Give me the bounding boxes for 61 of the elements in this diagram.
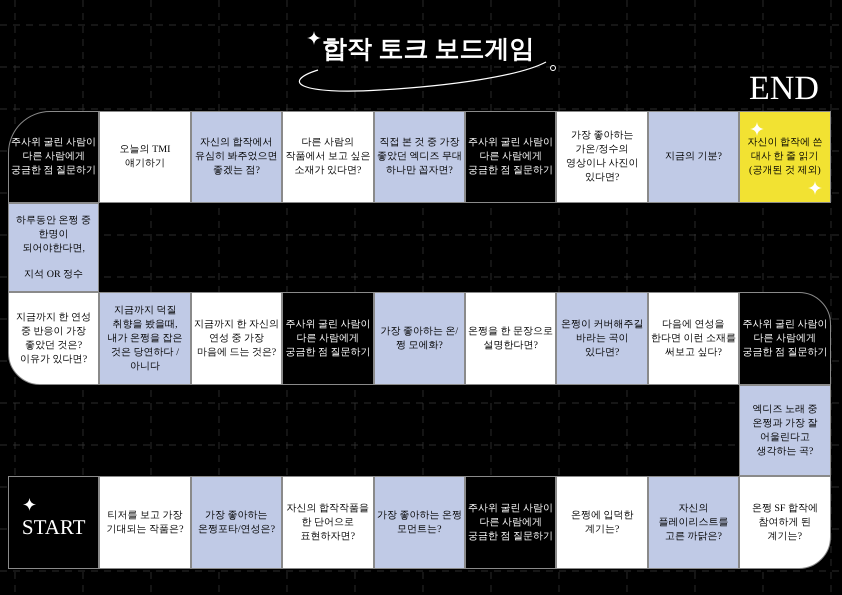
question-text: 주사위 굴린 사람이 다른 사람에게 궁금한 점 질문하기 <box>742 318 828 360</box>
board-cell <box>648 292 740 385</box>
end-cell <box>739 111 831 203</box>
board-cell <box>282 111 374 203</box>
question-text: 가장 좋아하는 가온/정수의 영상이나 사진이 있다면? <box>564 129 640 185</box>
board-cell <box>465 292 556 385</box>
question-text: 지금까지 한 연성 중 반응이 가장 좋았던 것은? 이유가 있다면? <box>15 310 92 366</box>
board-cell <box>99 292 191 385</box>
question-text: 티저를 보고 가장 기대되는 작품은? <box>106 508 185 536</box>
question-text: 엑디즈 노래 중 온쩡과 가장 잘 어울린다고 생각하는 곡? <box>751 402 818 458</box>
question-text: 가장 좋아하는 온쩡포타/연성은? <box>196 508 276 536</box>
board-cell <box>374 476 465 569</box>
board-cell <box>739 385 831 476</box>
question-text: 주사위 굴린 사람이 다른 사람에게 궁금한 점 질문하기 <box>11 136 96 178</box>
board-cell <box>648 111 740 203</box>
question-text: 온쩡 SF 합작에 참여하게 된 계기는? <box>750 502 819 544</box>
question-text: 직접 본 것 중 가장 좋았던 엑디즈 무대 하나만 꼽자면? <box>376 136 462 178</box>
board-cell <box>190 292 282 385</box>
question-text: 자신의 합작에서 유심히 봐주었으면 좋겠는 점? <box>194 136 279 178</box>
question-text: 자신의 합작작품을 한 단어으로 표현하자면? <box>286 502 370 544</box>
start-cell <box>8 476 100 569</box>
title: 합작 토크 보드게임 <box>322 35 534 65</box>
board-cell <box>374 292 465 385</box>
question-text: 자신의 플레이리스트를 고른 까닭은? <box>657 502 730 544</box>
board-cell <box>739 292 831 385</box>
board-cell <box>99 476 191 569</box>
board-cell <box>282 292 374 385</box>
board-cell <box>556 292 648 385</box>
question-text: 온쩡이 커버해주길 바라는 곡이 있다면? <box>560 318 644 360</box>
question-text: 오늘의 TMI 얘기하기 <box>118 143 172 171</box>
board-cell <box>465 111 556 203</box>
board-cell <box>8 203 100 292</box>
question-text: 온쩡에 입덕한 계기는? <box>570 508 634 536</box>
question-text: 지석 OR 정수 <box>24 268 84 282</box>
board-cell <box>282 476 374 569</box>
question-text: 주사위 굴린 사람이 다른 사람에게 궁금한 점 질문하기 <box>285 318 371 360</box>
board-cell <box>8 292 100 385</box>
board-cell <box>648 476 740 569</box>
board-cell <box>556 111 648 203</box>
start-label: START <box>22 514 86 541</box>
board-cell <box>465 476 556 569</box>
question-text: 다른 사람의 작품에서 보고 싶은 소재가 있다면? <box>285 136 371 178</box>
question-text: 자신이 합작에 쓴 대사 한 줄 읽기 (공개된 것 제외) <box>746 136 824 178</box>
board-cell <box>374 111 465 203</box>
question-text: 주사위 굴린 사람이 다른 사람에게 궁금한 점 질문하기 <box>468 136 554 178</box>
board-cell <box>739 476 831 569</box>
question-text: 가장 좋아하는 온쩡 모먼트는? <box>376 508 462 536</box>
end-label: END <box>749 70 819 108</box>
question-text: 지금까지 덕질 취향을 봤을때, 내가 온쩡을 잡은 것은 당연하다 / 아니다 <box>106 304 184 374</box>
board-cell <box>556 476 648 569</box>
question-text: 가장 좋아하는 온/쩡 모에화? <box>379 324 460 352</box>
board-cell <box>190 111 282 203</box>
board-cell <box>8 111 100 203</box>
board-cell <box>190 476 282 569</box>
question-text: 지금의 기분? <box>665 150 722 164</box>
board-cell <box>99 111 191 203</box>
question-text: 온쩡을 한 문장으로 설명한다면? <box>468 324 554 352</box>
question-text: 하루동안 온쩡 중 한명이 되어야한다면, <box>15 214 92 256</box>
question-text: 지금까지 한 자신의 연성 중 가장 마음에 드는 것은? <box>194 318 280 360</box>
question-text: 주사위 굴린 사람이 다른 사람에게 궁금한 점 질문하기 <box>468 502 554 544</box>
question-text: 다음에 연성을 한다면 이런 소재를 써보고 싶다? <box>650 318 736 360</box>
